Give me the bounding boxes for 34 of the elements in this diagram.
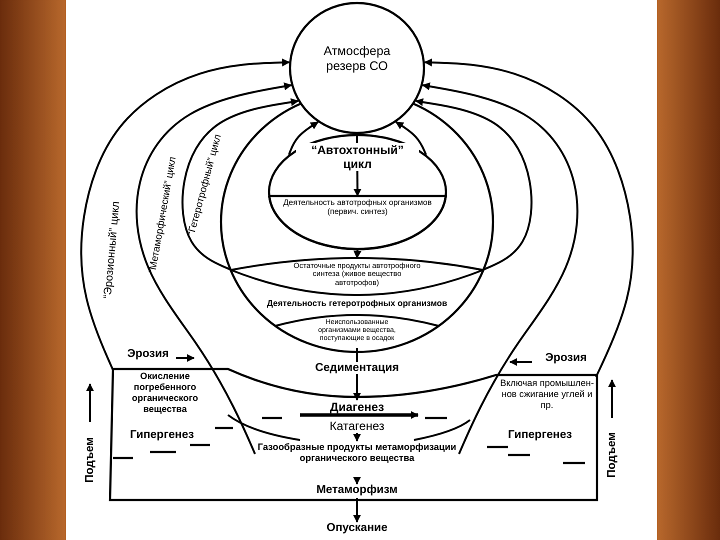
- node-text: Деятельность автотрофных организмов (первич. синтез): [282, 198, 433, 217]
- ellipse-segment: [268, 196, 447, 250]
- arrow: [424, 58, 634, 378]
- arrow: [353, 250, 362, 259]
- arrow: [395, 121, 427, 156]
- atmosphere-circle: [289, 2, 425, 134]
- process-label: Диагенез: [328, 400, 386, 414]
- arrow: [288, 121, 319, 156]
- node-text: “Автохтонный” цикл: [296, 143, 419, 172]
- process-label: Гипергенез: [508, 429, 572, 441]
- process-label: Гипергенез: [130, 429, 194, 441]
- process-label: Метаморфизм: [315, 484, 399, 498]
- process-label: Эрозия: [127, 348, 169, 360]
- process-label: Опускание: [326, 522, 388, 536]
- arrow: [353, 498, 361, 523]
- process-label: Включая промышлен- нов сжигание углей и пр.: [499, 378, 595, 411]
- node-text: Деятельность гетеротрофных организмов: [266, 298, 448, 308]
- process-label: Окисление погребенного органического вещества: [130, 371, 200, 414]
- edge-label: Седиментация: [313, 362, 401, 374]
- process-label: Подъем: [606, 432, 618, 478]
- cycle-ellipse: [268, 134, 447, 250]
- process-label: Газообразные продукты метаморфизации органического вещества: [256, 441, 458, 464]
- arrow: [422, 82, 578, 454]
- process-label: Катагенез: [328, 419, 386, 434]
- arrow: [415, 98, 532, 271]
- arrow: [353, 433, 361, 442]
- process-label: Подъем: [84, 437, 96, 483]
- arrow: [182, 98, 299, 271]
- process-label: Эрозия: [545, 352, 587, 364]
- arrow: [80, 58, 290, 370]
- cycle-label: “Эрозионный” цикл: [102, 200, 122, 300]
- arrow: [353, 476, 361, 485]
- node-text: Атмосфера резерв СО: [322, 44, 392, 74]
- arrow: [136, 82, 292, 454]
